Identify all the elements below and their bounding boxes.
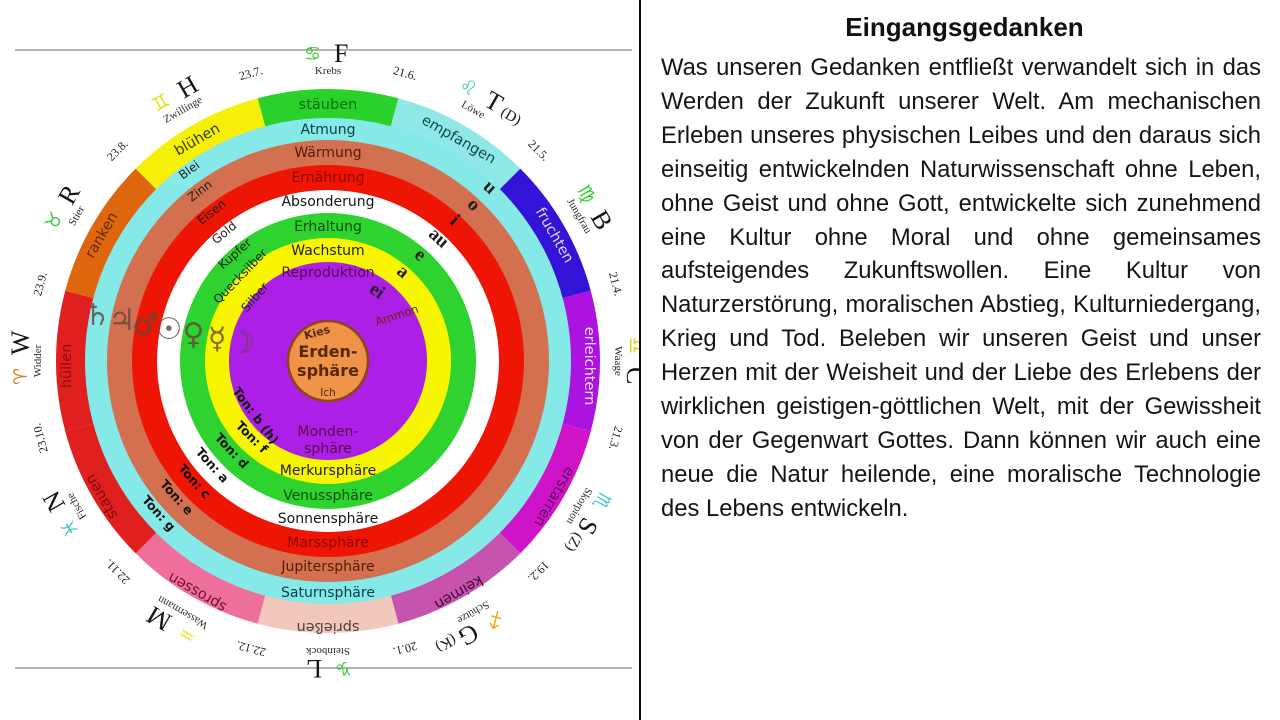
sphere-label-Sonnensphäre: Sonnensphäre — [278, 511, 378, 527]
zodiac-letter: N — [37, 486, 72, 517]
center-label-1: Erden- — [298, 342, 357, 361]
sphere-label-monden-2: sphäre — [304, 441, 352, 457]
date-label-23.10.: 23.10. — [30, 422, 51, 455]
zodiac-letter: R — [52, 179, 86, 209]
sphere-label-monden-1: Monden- — [298, 424, 359, 440]
center-label-2: sphäre — [297, 361, 359, 380]
page-title: Eingangsgedanken — [845, 12, 1084, 42]
date-label-22.12.: 22.12. — [235, 638, 268, 659]
date-label-21.3.: 21.3. — [606, 425, 626, 452]
planet-symbol-icon: ☿ — [208, 321, 226, 356]
zodiac-name: Widder — [32, 344, 44, 377]
date-label-22.11.: 22.11. — [102, 556, 133, 587]
zodiac-name: Stier — [66, 204, 87, 228]
process-label-Erhaltung: Erhaltung — [294, 219, 362, 235]
zodiac-letter: W — [6, 330, 35, 355]
zodiac-Krebs-icon: ♋ — [304, 43, 321, 65]
process-label-Wachstum: Wachstum — [291, 243, 364, 259]
zodiac-name: Schütze — [455, 598, 491, 626]
zodiac-letter: F — [334, 39, 348, 68]
date-label-21.4.: 21.4. — [606, 270, 626, 297]
sphere-label-Jupitersphäre: Jupitersphäre — [280, 559, 374, 575]
activity-label-hüllen: hüllen — [59, 344, 75, 389]
zodiac-letter: G (K) — [432, 618, 484, 665]
zodiac-Waage-icon: ♎ — [624, 337, 640, 354]
process-label-Atmung: Atmung — [300, 122, 355, 138]
zodiac-name: Waage — [612, 346, 624, 376]
activity-label-stäuben: stäuben — [299, 97, 358, 113]
zodiac-Stier-icon: ♉ — [41, 208, 69, 234]
sphere-label-Saturnsphäre: Saturnsphäre — [281, 585, 375, 601]
text-panel: Eingangsgedanken Was unseren Gedanken en… — [641, 0, 1280, 720]
zodiac-group-Waage: ♎CWaage — [612, 337, 650, 384]
zodiac-Widder-icon: ♈ — [10, 368, 32, 385]
date-label-20.1.: 20.1. — [392, 639, 419, 659]
zodiac-Löwe-icon: ♌ — [455, 74, 481, 102]
date-label-23.7.: 23.7. — [237, 63, 264, 83]
zodiac-letter: L — [306, 654, 322, 683]
planet-symbol-icon: ♂ — [132, 308, 159, 343]
zodiac-letter: T (D) — [480, 85, 530, 130]
sphere-label-Merkursphäre: Merkursphäre — [280, 463, 376, 479]
sphere-label-Venussphäre: Venussphäre — [283, 488, 373, 504]
process-label-Reproduktion: Reproduktion — [281, 265, 374, 281]
planet-symbol-icon: ☉ — [156, 312, 183, 347]
planet-symbol-icon: ♃ — [108, 303, 135, 338]
planet-symbol-icon: ♄ — [84, 298, 111, 333]
center-bottom-label: Ich — [320, 387, 336, 399]
activity-label-erleichtern: erleichtern — [581, 327, 597, 406]
zodiac-Steinbock-icon: ♑ — [335, 657, 352, 679]
panel-divider — [639, 0, 641, 720]
activity-label-sprießen: sprießen — [297, 619, 360, 635]
process-label-Ernährung: Ernährung — [291, 170, 364, 186]
spheres-wheel-diagram: stäubenempfangenfruchtenerleichternersta… — [6, 39, 650, 683]
date-label-21.5.: 21.5. — [525, 137, 552, 164]
planet-symbol-icon: ♀ — [183, 317, 205, 352]
body-text: Was unseren Gedanken entfließt verwandel… — [661, 54, 1261, 522]
zodiac-name: Steinbock — [306, 645, 350, 657]
sphere-label-Marssphäre: Marssphäre — [287, 535, 368, 551]
process-label-Absonderung: Absonderung — [281, 194, 374, 210]
earth-sphere-circle — [286, 319, 370, 403]
zodiac-name: Fische — [64, 490, 89, 521]
date-label-21.6.: 21.6. — [392, 63, 419, 83]
planet-symbol-icon: ☽ — [228, 326, 255, 361]
zodiac-name: Löwe — [459, 98, 487, 121]
date-label-23.9.: 23.9. — [30, 270, 50, 297]
date-label-23.8.: 23.8. — [104, 137, 131, 164]
process-label-Wärmung: Wärmung — [294, 145, 361, 161]
date-label-19.2.: 19.2. — [525, 558, 552, 585]
zodiac-name: Krebs — [315, 65, 341, 77]
